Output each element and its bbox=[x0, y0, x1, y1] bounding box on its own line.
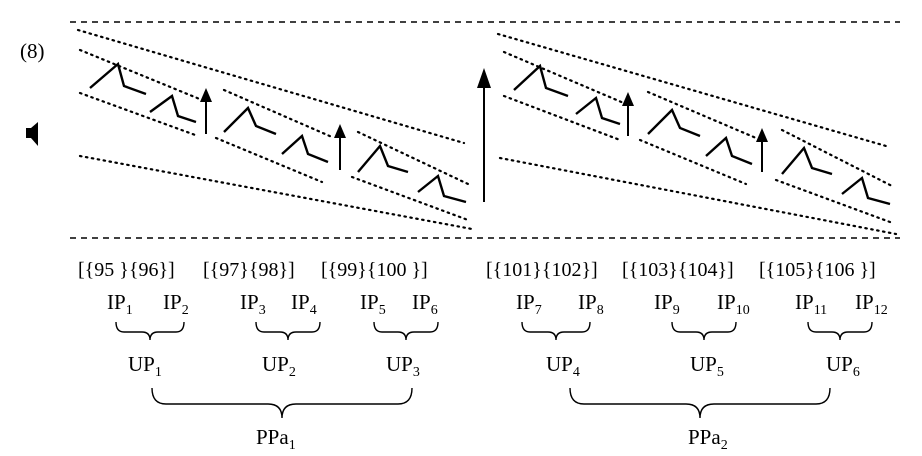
pitch-accent bbox=[223, 105, 277, 136]
speaker-icon[interactable] bbox=[26, 122, 38, 146]
up-label: UP2 bbox=[262, 352, 296, 380]
up-label: UP3 bbox=[386, 352, 420, 380]
up-label: UP6 bbox=[826, 352, 860, 380]
reset-arrow bbox=[334, 124, 346, 170]
up-baseline bbox=[214, 136, 324, 184]
up-group-brace bbox=[569, 387, 831, 419]
ip-label: IP4 bbox=[291, 290, 317, 318]
up-topline bbox=[222, 88, 334, 139]
paragraph-reset-arrow bbox=[477, 68, 491, 202]
ip-pair-brace bbox=[373, 321, 439, 341]
pitch-topline bbox=[76, 28, 466, 145]
example-number: (8) bbox=[20, 39, 45, 63]
ip-label: IP12 bbox=[855, 290, 888, 318]
ip-label: IP5 bbox=[360, 290, 386, 318]
ip-label: IP7 bbox=[516, 290, 542, 318]
prosodic-paragraphs-row: PPa1 PPa2 bbox=[256, 425, 728, 453]
up-group-brace bbox=[151, 387, 413, 419]
ip-pair-brace bbox=[115, 321, 185, 341]
intonation-phrases-row: IP1 IP2 IP3 IP4 IP5 IP6 IP7 IP8 IP9 IP10… bbox=[107, 290, 888, 318]
pitch-accent bbox=[149, 94, 197, 124]
up-baseline bbox=[638, 138, 748, 186]
up-baseline bbox=[350, 175, 470, 222]
syllable-group: [{103}{104}] bbox=[622, 259, 734, 281]
up-label: UP5 bbox=[690, 352, 724, 380]
up-baseline bbox=[502, 94, 622, 142]
reset-arrow bbox=[756, 128, 768, 172]
pitch-accent bbox=[513, 63, 569, 98]
syllable-group: [{95 }{96}] bbox=[78, 259, 175, 281]
up-topline bbox=[502, 50, 628, 106]
paragraph-2-contour bbox=[496, 32, 898, 236]
ip-label: IP2 bbox=[163, 290, 189, 318]
pitch-topline bbox=[496, 32, 888, 148]
up-topline bbox=[646, 90, 758, 140]
ip-label: IP11 bbox=[795, 290, 827, 318]
ip-pair-brace bbox=[807, 321, 873, 341]
ip-label: IP6 bbox=[412, 290, 438, 318]
up-label: UP1 bbox=[128, 352, 162, 380]
pitch-accent bbox=[357, 143, 409, 174]
pitch-accent bbox=[705, 135, 753, 166]
paragraph-1-contour bbox=[76, 28, 474, 231]
up-baseline bbox=[774, 178, 892, 224]
utterance-phrases-row: UP1 UP2 UP3 UP4 UP5 UP6 bbox=[128, 352, 860, 380]
ip-label: IP9 bbox=[654, 290, 680, 318]
ip-label: IP3 bbox=[240, 290, 266, 318]
syllable-groups-row: [{95 }{96}] [{97}{98}] [{99}{100 }] [{10… bbox=[78, 259, 876, 281]
up-topline bbox=[356, 130, 470, 186]
ppa-label: PPa1 bbox=[256, 425, 296, 453]
syllable-group: [{97}{98}] bbox=[203, 259, 295, 281]
ip-label: IP10 bbox=[717, 290, 750, 318]
pitch-baseline bbox=[498, 156, 898, 236]
up-topline bbox=[78, 48, 204, 102]
pitch-accent bbox=[417, 173, 467, 204]
reset-arrow bbox=[622, 92, 634, 136]
ip-pair-brace bbox=[521, 321, 591, 341]
pitch-accent bbox=[575, 95, 621, 126]
pitch-baseline bbox=[78, 154, 474, 231]
pitch-accent bbox=[647, 107, 701, 138]
ppa-label: PPa2 bbox=[688, 425, 728, 453]
pitch-accent bbox=[281, 133, 329, 164]
up-topline bbox=[780, 128, 894, 188]
up-braces bbox=[151, 387, 831, 419]
pitch-accent bbox=[781, 145, 833, 176]
up-baseline bbox=[78, 91, 200, 138]
ip-label: IP8 bbox=[578, 290, 604, 318]
ip-pair-brace bbox=[255, 321, 321, 341]
pitch-accent bbox=[841, 175, 891, 206]
up-label: UP4 bbox=[546, 352, 580, 380]
reset-arrow bbox=[200, 88, 212, 134]
ip-braces bbox=[115, 321, 873, 341]
ip-pair-brace bbox=[671, 321, 737, 341]
syllable-group: [{99}{100 }] bbox=[321, 259, 428, 281]
ip-label: IP1 bbox=[107, 290, 133, 318]
syllable-group: [{105}{106 }] bbox=[759, 259, 876, 281]
syllable-group: [{101}{102}] bbox=[486, 259, 598, 281]
pitch-accent bbox=[89, 61, 147, 96]
